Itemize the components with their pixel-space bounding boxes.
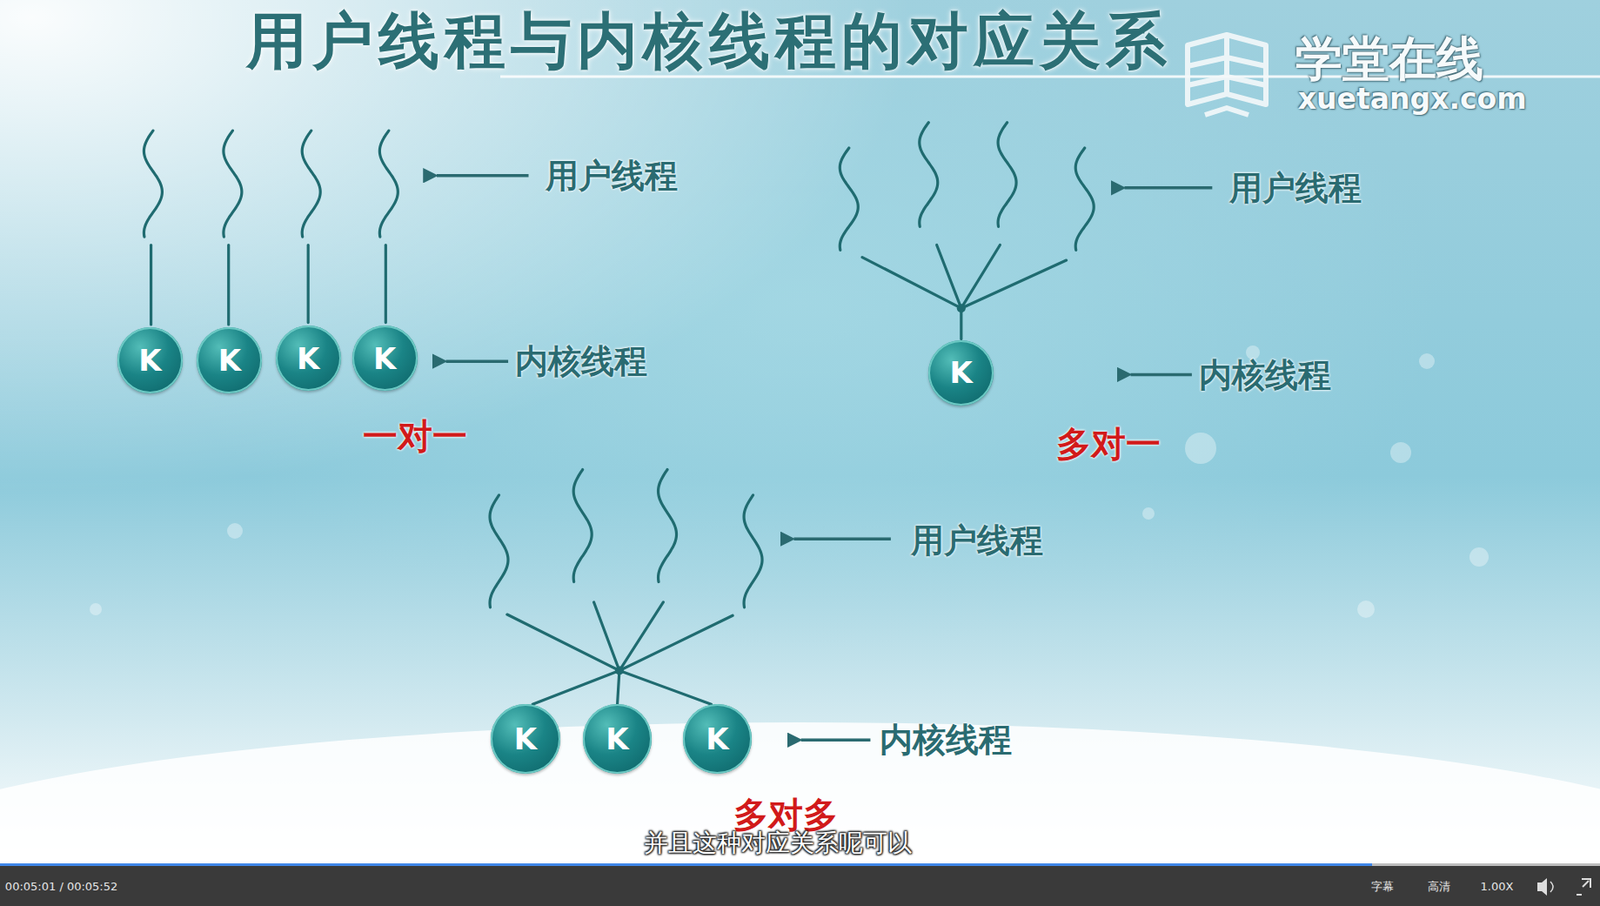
user-thread-squiggle <box>489 495 509 608</box>
pointer-arrow <box>1130 373 1192 377</box>
progress-played <box>0 863 1373 866</box>
kernel-thread-circle: K <box>928 340 994 406</box>
mapping-line <box>959 307 963 339</box>
mapping-line <box>937 244 962 308</box>
time-display: 00:05:01 / 00:05:52 <box>5 880 118 894</box>
junction-dot <box>615 666 624 676</box>
mapping-line <box>594 602 620 671</box>
watermark-text: 学堂在线 <box>1295 32 1484 87</box>
pointer-arrow <box>446 359 509 363</box>
video-subtitle: 并且这种对应关系呢可以 <box>643 829 912 857</box>
pointer-label: 用户线程 <box>1229 169 1362 208</box>
control-button: 字幕 <box>1371 880 1394 894</box>
pointer-arrow <box>436 174 529 178</box>
kernel-thread-letter: K <box>373 343 396 374</box>
kernel-thread-letter: K <box>705 723 729 754</box>
pointer-label: 内核线程 <box>1198 356 1332 395</box>
kernel-thread-letter: K <box>514 723 537 754</box>
mapping-line <box>961 260 1067 308</box>
pointer-label: 内核线程 <box>879 722 1012 761</box>
mapping-line <box>619 615 733 670</box>
user-thread-squiggle <box>223 130 242 237</box>
volume-icon <box>1537 877 1554 896</box>
user-thread-squiggle <box>301 130 321 237</box>
kernel-thread-letter: K <box>950 357 973 388</box>
mapping-line <box>307 244 310 322</box>
pointer-label: 内核线程 <box>515 343 648 382</box>
user-thread-squiggle <box>1075 147 1094 250</box>
mapping-line <box>862 257 962 309</box>
mapping-line <box>149 244 153 324</box>
mapping-line <box>532 670 620 705</box>
model-caption: 一对一 <box>362 415 468 456</box>
kernel-thread-letter: K <box>605 723 629 754</box>
kernel-thread-circle: K <box>117 327 183 393</box>
user-thread-squiggle <box>919 122 938 228</box>
fullscreen-icon <box>1576 878 1591 895</box>
kernel-thread-letter: K <box>296 343 320 374</box>
kernel-thread-circle: K <box>352 325 418 391</box>
user-thread-squiggle <box>839 147 858 250</box>
pointer-arrow <box>801 738 871 743</box>
kernel-thread-letter: K <box>218 345 242 375</box>
progress-track <box>0 863 1600 866</box>
mapping-line <box>619 670 712 705</box>
mapping-line <box>227 244 230 324</box>
user-thread-squiggle <box>379 130 398 237</box>
slide-floor <box>0 722 1600 906</box>
watermark-logo <box>1187 34 1266 115</box>
kernel-thread-circle: K <box>196 327 262 393</box>
mapping-line <box>617 670 620 705</box>
control-button: 1.00X <box>1480 880 1514 894</box>
pointer-arrow <box>1124 186 1212 190</box>
slide-title: 用户线程与内核线程的对应关系 <box>246 6 1172 77</box>
pointer-label: 用户线程 <box>910 522 1044 561</box>
kernel-thread-circle: K <box>682 703 753 774</box>
user-thread-squiggle <box>997 122 1017 228</box>
kernel-thread-circle: K <box>275 325 342 391</box>
pointer-arrow <box>793 537 891 542</box>
user-thread-squiggle <box>573 469 592 583</box>
user-thread-squiggle <box>743 495 763 608</box>
kernel-thread-circle: K <box>490 703 561 774</box>
pointer-label: 用户线程 <box>545 157 678 196</box>
kernel-thread-circle: K <box>582 703 653 774</box>
mapping-line <box>384 244 388 322</box>
kernel-thread-letter: K <box>138 345 161 375</box>
model-caption: 多对一 <box>1056 423 1161 464</box>
user-thread-squiggle <box>143 130 162 237</box>
control-button: 高清 <box>1427 880 1451 894</box>
control-bar <box>0 865 1600 906</box>
user-thread-squiggle <box>658 469 677 583</box>
junction-dot <box>957 303 966 313</box>
watermark-url: xuetangx.com <box>1298 82 1527 116</box>
thread-illustration <box>143 122 1212 741</box>
